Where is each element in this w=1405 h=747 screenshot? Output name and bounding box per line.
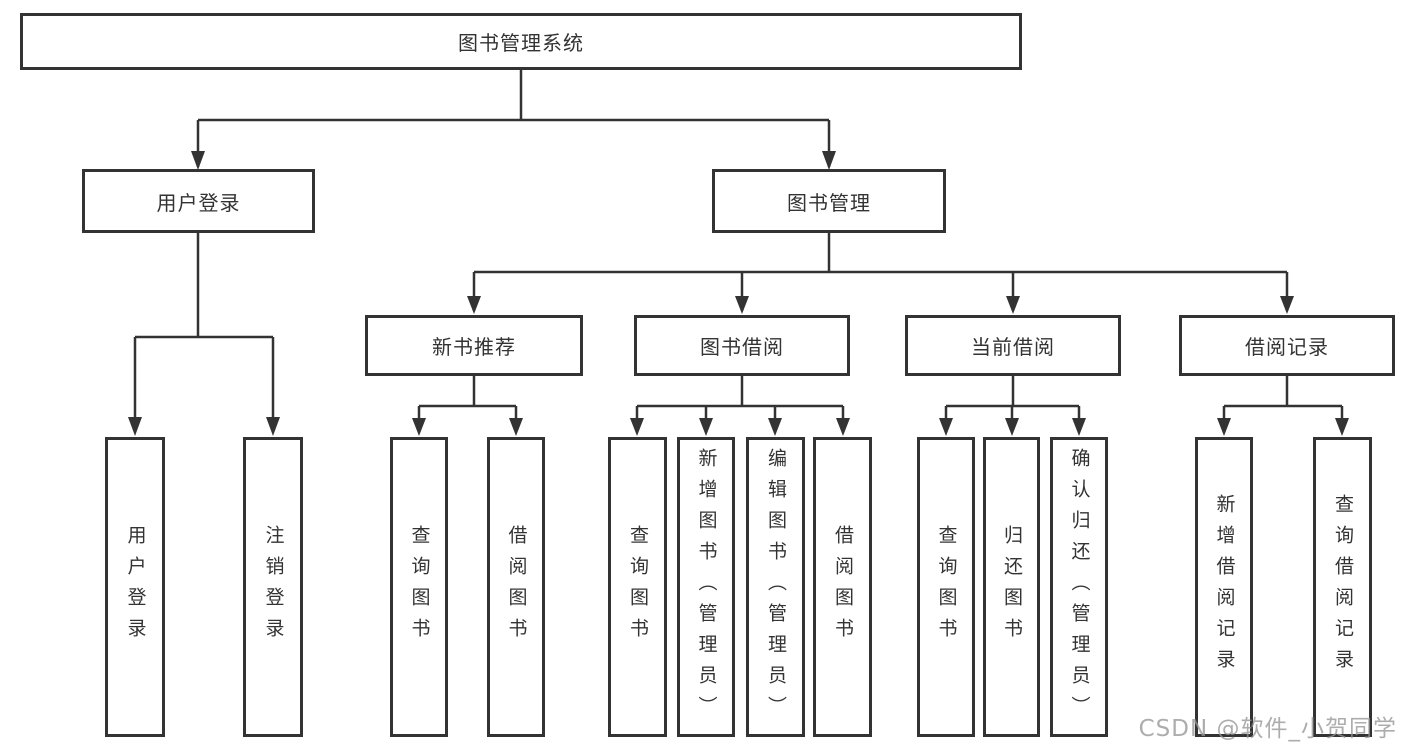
node-borrowing-records: 借阅记录 [1179, 315, 1395, 376]
node-borrow-books-recommend: 借阅图书 [487, 437, 545, 737]
node-query-borrow-record: 查询借阅记录 [1313, 437, 1372, 737]
node-return-book: 归还图书 [983, 437, 1040, 737]
node-edit-book-admin: 编辑图书（管理员） [746, 437, 805, 737]
node-add-borrow-record: 新增借阅记录 [1195, 437, 1253, 737]
node-book-borrowing: 图书借阅 [634, 315, 850, 376]
node-user-login-leaf: 用户登录 [105, 437, 165, 737]
arrowheads [128, 151, 1349, 436]
node-logout: 注销登录 [243, 437, 303, 737]
node-confirm-return-admin: 确认归还（管理员） [1050, 437, 1108, 737]
node-add-book-admin: 新增图书（管理员） [677, 437, 735, 737]
node-borrow-books: 借阅图书 [813, 437, 872, 737]
node-library-management-system: 图书管理系统 [20, 13, 1022, 70]
node-query-books-borrow: 查询图书 [608, 437, 667, 737]
node-book-management: 图书管理 [712, 169, 946, 233]
node-new-book-recommendation: 新书推荐 [365, 315, 583, 376]
node-current-borrowing: 当前借阅 [905, 315, 1121, 376]
node-query-books-recommend: 查询图书 [390, 437, 448, 737]
node-user-login: 用户登录 [82, 169, 315, 233]
node-query-books-current: 查询图书 [917, 437, 975, 737]
